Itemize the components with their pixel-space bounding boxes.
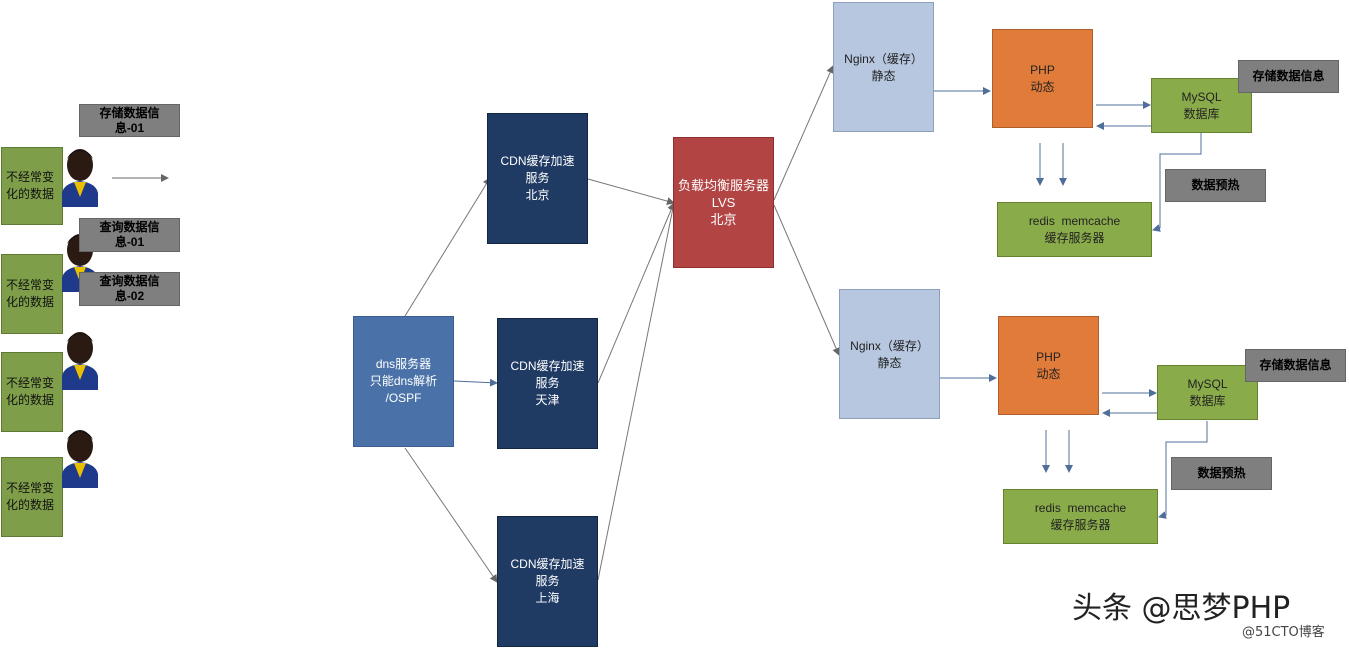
store-info-lower-label: 存储数据信息 <box>1245 349 1346 382</box>
user-data-label: 不经常变化的数据 <box>6 481 55 512</box>
nginx-line2: 静态 <box>877 356 902 370</box>
cdn-node-tianjin: CDN缓存加速 服务 天津 <box>497 318 598 449</box>
mysql-upper-node: MySQL 数据库 <box>1151 78 1252 133</box>
query-info-01-label: 查询数据信息-01 <box>79 218 180 252</box>
dns-to-cdn-tianjin <box>453 378 498 387</box>
lvs-load-balancer-node: 负载均衡服务器 LVS 北京 <box>673 137 774 268</box>
note-text: 存储数据信息 <box>1252 69 1325 83</box>
lvs-line1: 负载均衡服务器 <box>677 178 769 193</box>
dns-server-node: dns服务器 只能dns解析 /OSPF <box>353 316 454 447</box>
user-data-box-2: 不经常变化的数据 <box>1 254 63 334</box>
cdn-line1: CDN缓存加速 <box>510 359 585 373</box>
dns-line2: 只能dns解析 <box>369 374 438 388</box>
user-data-box-1: 不经常变化的数据 <box>1 147 63 225</box>
store-info-upper-label: 存储数据信息 <box>1238 60 1339 93</box>
prewarm-upper-label: 数据预热 <box>1165 169 1266 202</box>
watermark-sub: @51CTO博客 <box>1242 625 1325 640</box>
mysql-line2: 数据库 <box>1183 106 1220 121</box>
nginx-line1: Nginx（缓存） <box>844 52 923 66</box>
php-line2: 动态 <box>1030 80 1055 94</box>
query-info-02-label: 查询数据信息-02 <box>79 272 180 306</box>
user-data-label: 不经常变化的数据 <box>6 278 55 309</box>
redis-upper-node: redis memcache 缓存服务器 <box>997 202 1152 257</box>
nginx-line1: Nginx（缓存） <box>850 339 929 353</box>
php-line1: PHP <box>1036 350 1061 364</box>
cdn-shanghai-to-lvs <box>597 202 677 581</box>
note-text: 存储数据信息 <box>1259 358 1332 372</box>
mysql-lower-node: MySQL 数据库 <box>1157 365 1258 420</box>
cdn-line2: 服务 <box>535 376 560 390</box>
user-data-label: 不经常变化的数据 <box>6 376 55 407</box>
lvs-to-nginx-lower <box>773 204 840 356</box>
store-info-01-label: 存储数据信息-01 <box>79 104 180 137</box>
note-text: 查询数据信息-01 <box>99 220 160 249</box>
cdn-line1: CDN缓存加速 <box>510 557 585 571</box>
cdn-beijing-to-lvs <box>587 178 675 205</box>
cdn-node-beijing: CDN缓存加速 服务 北京 <box>487 113 588 244</box>
php-line1: PHP <box>1030 63 1055 77</box>
note-text: 数据预热 <box>1191 178 1240 192</box>
cdn-line3: 天津 <box>535 393 560 407</box>
dns-to-cdn-shanghai <box>404 447 498 583</box>
php-upper-node: PHP 动态 <box>992 29 1093 128</box>
redis-line1: redis memcache <box>1028 213 1121 228</box>
redis-lower-node: redis memcache 缓存服务器 <box>1003 489 1158 544</box>
nginx-line2: 静态 <box>871 69 896 83</box>
cdn-line2: 服务 <box>525 171 550 185</box>
lvs-line3: 北京 <box>710 212 737 227</box>
watermark-main: 头条 @思梦PHP <box>1072 591 1291 626</box>
user-person-icon <box>62 332 98 390</box>
redis-line2: 缓存服务器 <box>1044 230 1105 245</box>
dns-to-cdn-beijing <box>404 177 491 317</box>
cdn-line3: 上海 <box>535 591 560 605</box>
cdn-line2: 服务 <box>535 574 560 588</box>
user-data-box-4: 不经常变化的数据 <box>1 457 63 537</box>
note-text: 数据预热 <box>1197 466 1246 480</box>
php-lower-node: PHP 动态 <box>998 316 1099 415</box>
redis-line2: 缓存服务器 <box>1050 517 1111 532</box>
mysql-line2: 数据库 <box>1189 393 1226 408</box>
note-text: 查询数据信息-02 <box>99 274 160 303</box>
note-text: 存储数据信息-01 <box>99 105 160 135</box>
nginx-upper-node: Nginx（缓存） 静态 <box>833 2 934 132</box>
user-data-box-3: 不经常变化的数据 <box>1 352 63 432</box>
lvs-line2: LVS <box>711 195 736 210</box>
prewarm-lower-label: 数据预热 <box>1171 457 1272 490</box>
user-person-icon <box>62 149 98 207</box>
cdn-line1: CDN缓存加速 <box>500 154 575 168</box>
dns-line3: /OSPF <box>385 391 422 405</box>
lvs-to-nginx-upper <box>773 65 834 201</box>
redis-line1: redis memcache <box>1034 500 1127 515</box>
cdn-line3: 北京 <box>525 188 550 202</box>
user-data-label: 不经常变化的数据 <box>6 170 55 201</box>
php-line2: 动态 <box>1036 367 1061 381</box>
mysql-line1: MySQL <box>1187 376 1228 391</box>
mysql-line1: MySQL <box>1181 89 1222 104</box>
user-person-icon <box>62 430 98 488</box>
cdn-node-shanghai: CDN缓存加速 服务 上海 <box>497 516 598 647</box>
dns-line1: dns服务器 <box>375 357 432 371</box>
cdn-tianjin-to-lvs <box>597 202 675 384</box>
nginx-lower-node: Nginx（缓存） 静态 <box>839 289 940 419</box>
